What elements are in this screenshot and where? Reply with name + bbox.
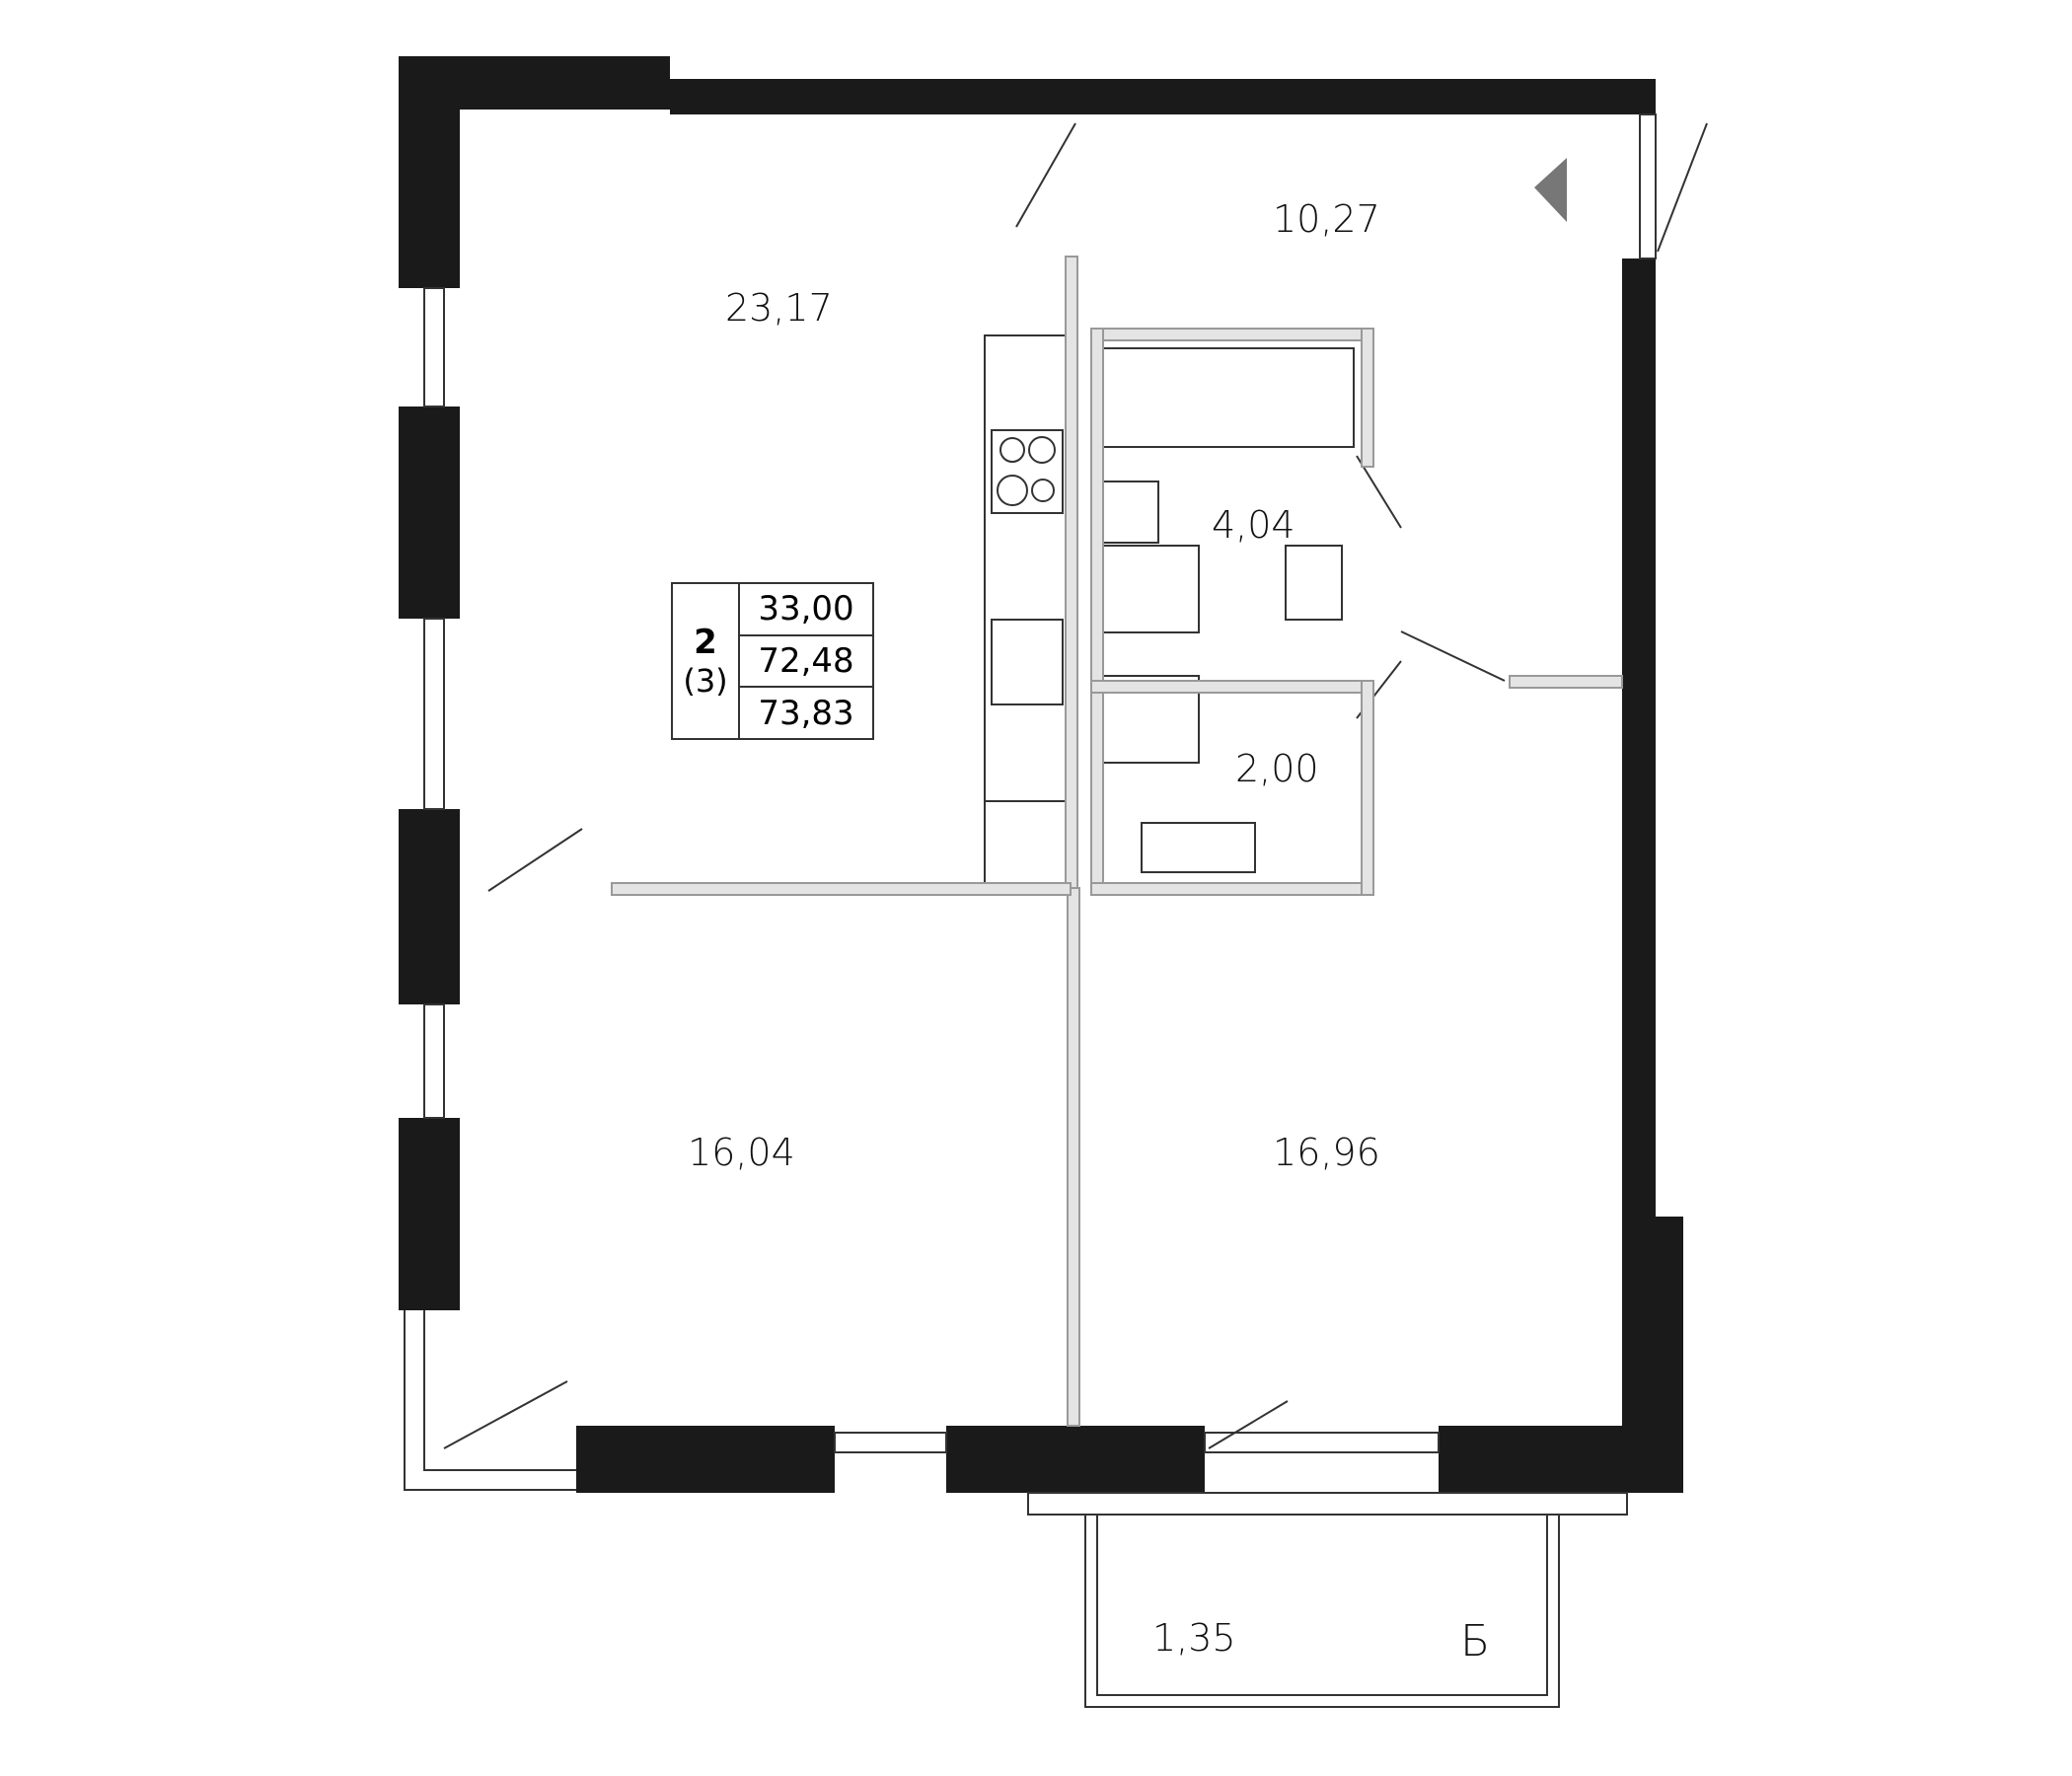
total-with-balcony: 73,83 [758,693,854,733]
room-area-balcony: 1,35 [1152,1616,1236,1660]
apartment-summary: 2 (3) 33,00 72,48 73,83 [671,582,874,740]
entrance-marker-icon [1534,158,1567,222]
room-count-alt: (3) [683,662,728,700]
living-area: 33,00 [740,584,872,636]
room-area-bedroom-left: 16,04 [688,1131,795,1174]
room-area-bedroom-right: 16,96 [1273,1131,1380,1174]
balcony-mark: Б [1460,1616,1491,1666]
exterior-walls [399,56,1683,1493]
room-count: 2 [694,623,717,662]
total-area: 72,48 [740,636,872,689]
room-area-kitchen: 23,17 [725,286,833,330]
room-area-bathroom: 4,04 [1212,503,1295,547]
room-area-hallway: 10,27 [1273,197,1380,241]
room-area-toilet: 2,00 [1235,747,1319,790]
